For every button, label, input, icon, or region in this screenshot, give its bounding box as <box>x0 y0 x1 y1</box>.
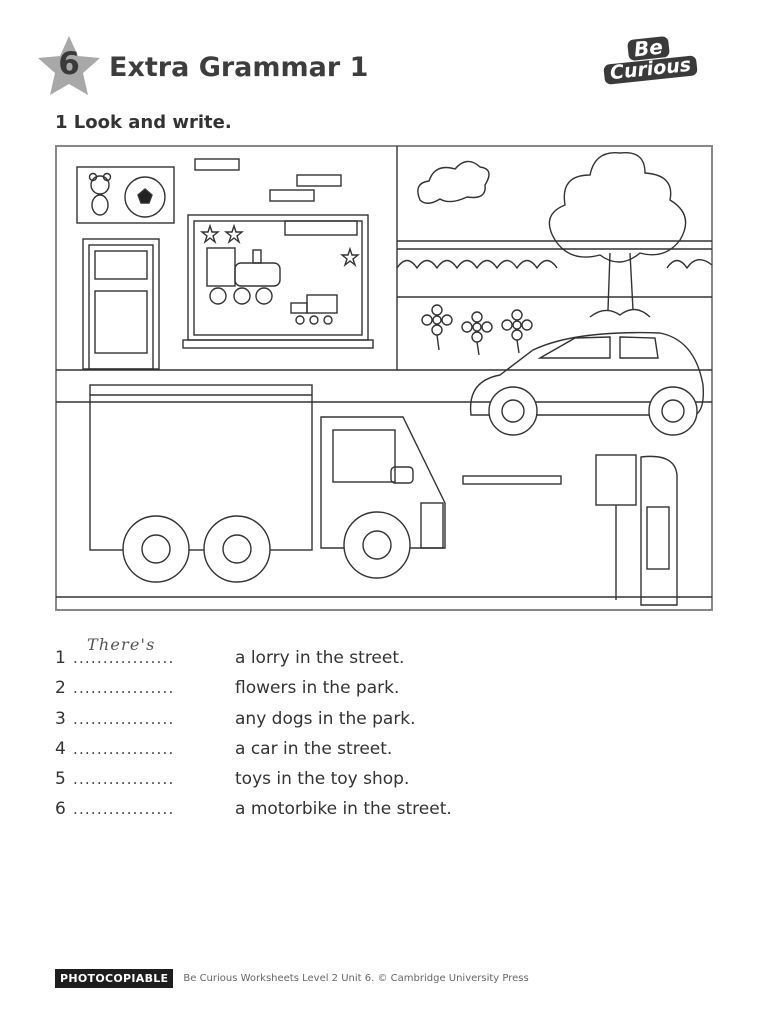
sentence-text: a lorry in the street. <box>235 648 405 668</box>
tree-icon <box>548 151 687 318</box>
car-icon <box>469 331 705 436</box>
lorry-icon <box>89 384 446 583</box>
toy-train-icon <box>206 247 338 325</box>
page-title: Extra Grammar 1 <box>109 52 369 83</box>
unit-number: 6 <box>58 46 80 82</box>
football-icon <box>124 176 166 218</box>
copyright-credit: Be Curious Worksheets Level 2 Unit 6. © … <box>183 973 529 984</box>
photocopiable-badge: PHOTOCOPIABLE <box>55 969 174 988</box>
blank-dots: ................. <box>73 739 175 758</box>
sentence-6: 6 ................. a motorbike in the s… <box>55 799 655 829</box>
answer-blank[interactable]: ................. <box>73 679 235 697</box>
logo-line-2: Curious <box>603 54 699 85</box>
sentence-number: 2 <box>55 678 66 699</box>
answer-blank[interactable]: ................. <box>73 800 235 818</box>
sentence-number: 5 <box>55 769 66 790</box>
exercise-heading: 1 Look and write. <box>55 112 232 133</box>
blank-dots: ................. <box>73 770 175 789</box>
sentence-2: 2 ................. flowers in the park. <box>55 678 655 708</box>
answer-blank[interactable]: ................. <box>73 770 235 788</box>
be-curious-logo: Be Curious <box>598 35 726 90</box>
shop-door <box>82 238 160 370</box>
sentence-4: 4 ................. a car in the street. <box>55 739 655 769</box>
street-scene-illustration <box>55 145 713 611</box>
sentence-text: any dogs in the park. <box>235 708 416 729</box>
unit-star-icon <box>38 36 100 95</box>
sentence-list: 1 ................. There's a lorry in t… <box>55 635 655 830</box>
sentence-3: 3 ................. any dogs in the park… <box>55 709 655 739</box>
sentence-number: 3 <box>55 708 66 729</box>
sentence-text: a motorbike in the street. <box>235 799 452 820</box>
sentence-text: toys in the toy shop. <box>235 769 410 790</box>
toy-shop-window <box>182 214 374 349</box>
sentence-text: flowers in the park. <box>235 678 400 699</box>
sentence-1: 1 ................. There's a lorry in t… <box>55 635 655 678</box>
sentence-text: a car in the street. <box>235 738 393 759</box>
sentence-number: 6 <box>55 799 66 820</box>
blank-dots: ................. <box>73 679 175 698</box>
teddy-bear-icon <box>76 166 175 224</box>
cloud-icon <box>417 160 490 204</box>
blank-dots: ................. <box>73 709 175 728</box>
answer-blank[interactable]: ................. <box>73 710 235 728</box>
star-icon <box>200 223 360 268</box>
sentence-5: 5 ................. toys in the toy shop… <box>55 769 655 799</box>
answer-blank[interactable]: ................. There's <box>73 635 235 667</box>
example-answer: There's <box>87 635 156 654</box>
flower-icon <box>421 304 533 356</box>
bus-stop-icon <box>595 454 678 606</box>
page-footer: PHOTOCOPIABLE Be Curious Worksheets Leve… <box>55 969 529 988</box>
blank-dots: ................. <box>73 649 175 667</box>
answer-blank[interactable]: ................. <box>73 740 235 758</box>
blank-dots: ................. <box>73 800 175 819</box>
sentence-number: 1 <box>55 648 66 668</box>
sentence-number: 4 <box>55 738 66 759</box>
